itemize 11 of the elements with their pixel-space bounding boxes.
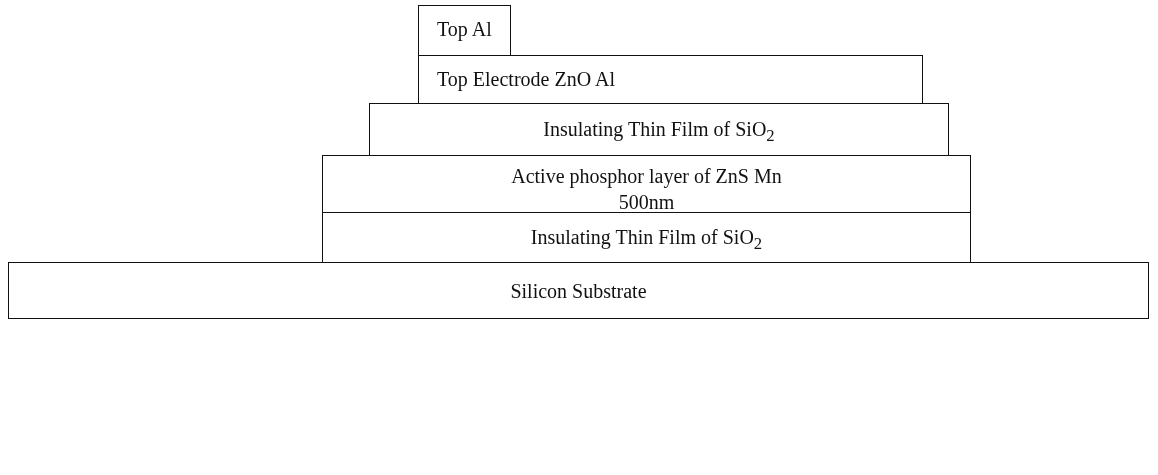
layer-label: Top Al: [437, 17, 492, 42]
layer-label: Insulating Thin Film of SiO$_{2}$: [543, 117, 775, 147]
layer-label: Silicon Substrate: [510, 279, 647, 304]
layer-label: Insulating Thin Film of SiO$_{2}$: [530, 225, 763, 255]
layer-box: [8, 262, 1149, 319]
layer-label: Active phosphor layer of ZnS Mn 500nm: [510, 164, 783, 215]
layer-box: [322, 212, 971, 263]
layer-label: Top Electrode ZnO Al: [437, 67, 615, 92]
layer-box: [418, 55, 923, 104]
layer-box: [418, 5, 511, 56]
layer-box: [369, 103, 949, 156]
